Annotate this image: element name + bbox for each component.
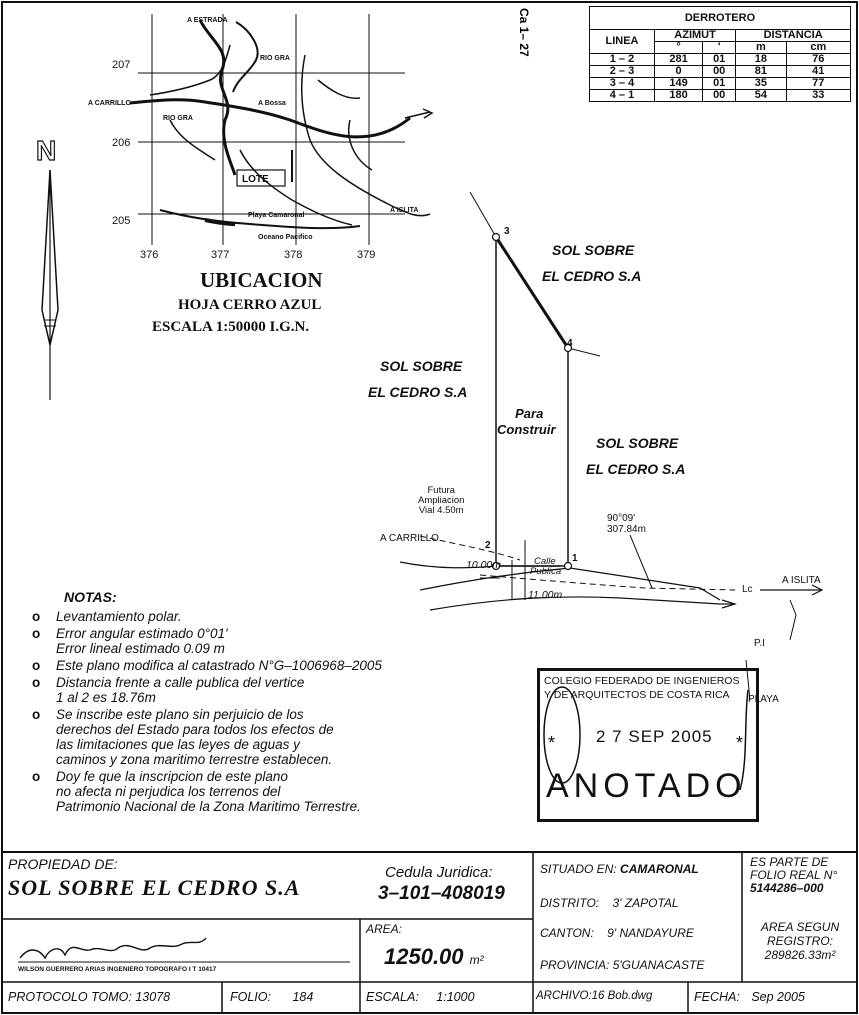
playa-label: PLAYA: [748, 694, 779, 705]
calle-publica-label: Calle Publica: [530, 556, 562, 577]
svg-text:376: 376: [140, 249, 158, 261]
note-item: Error angular estimado 0°01' Error linea…: [32, 626, 532, 656]
note-item: Levantamiento polar.: [32, 609, 532, 624]
col-linea: LINEA: [589, 29, 655, 54]
svg-text:378: 378: [284, 249, 302, 261]
stamp-star-right: *: [736, 733, 744, 753]
propiedad-label: PROPIEDAD DE:: [8, 856, 118, 872]
angle-label: 90°09' 307.84m: [607, 513, 646, 535]
archivo-field: ARCHIVO:16 Bob.dwg: [536, 990, 653, 1002]
svg-text:379: 379: [357, 249, 375, 261]
svg-text:377: 377: [211, 249, 229, 261]
lot-purpose-label: Para Construir: [497, 406, 556, 437]
top-vertical-label: Ca 1– 27: [517, 8, 531, 57]
cedula-value: 3–101–408019: [378, 883, 505, 904]
distrito-field: DISTRITO: 3' ZAPOTAL: [540, 896, 679, 910]
lot-vertices: [491, 232, 573, 571]
table-row: 2 – 3 0 00 81 41: [589, 65, 852, 78]
lot-vertex-labels: 3 4 2 1: [485, 226, 578, 564]
futura-ampliacion-label: Futura Ampliacion Vial 4.50m: [418, 485, 465, 516]
lote-box: [236, 169, 286, 187]
colegio-stamp: COLEGIO FEDERADO DE INGENIEROS Y DE ARQU…: [537, 668, 759, 822]
area-label: AREA:: [366, 922, 403, 936]
stamp-ellipse: [543, 686, 581, 784]
note-item: Distancia frente a calle publica del ver…: [32, 675, 532, 705]
col-azimut: AZIMUT: [653, 29, 737, 42]
stamp-word: ANOTADO: [546, 767, 747, 805]
svg-text:4: 4: [567, 338, 573, 349]
signature-name: WILSON GUERRERO ARIAS INGENIERO TOPOGRAF…: [18, 966, 217, 973]
note-item: Se inscribe este plano sin perjuicio de …: [32, 707, 532, 767]
lc-label: Lc: [742, 584, 753, 595]
note-item: Este plano modifica al catastrado N°G–10…: [32, 658, 532, 673]
neighbor-label-north: SOL SOBRE EL CEDRO S.A: [542, 242, 642, 284]
islita-road-label: A ISLITA: [782, 575, 821, 586]
svg-text:N: N: [36, 135, 56, 166]
svg-text:LOTE: LOTE: [242, 174, 269, 185]
sub-cm: cm: [785, 41, 852, 54]
situado-field: SITUADO EN: CAMARONAL: [540, 862, 699, 876]
parte-de-field: ES PARTE DE FOLIO REAL N° 5144286–000: [750, 855, 838, 895]
location-map: [129, 14, 434, 245]
svg-text:RIO GRA: RIO GRA: [163, 115, 193, 122]
svg-text:206: 206: [112, 137, 130, 149]
table-row: 1 – 2 281 01 18 76: [589, 53, 852, 66]
derrotero-table: DERROTERO LINEA AZIMUT DISTANCIA ° ' m c…: [589, 6, 852, 102]
protocolo-field: PROTOCOLO TOMO: 13078: [8, 990, 171, 1004]
svg-text:207: 207: [112, 59, 130, 71]
svg-text:205: 205: [112, 215, 130, 227]
area-registro-field: AREA SEGUN REGISTRO: 289826.33m²: [760, 920, 840, 962]
pi-label: P.I: [754, 638, 765, 649]
propiedad-value: SOL SOBRE EL CEDRO S.A: [8, 875, 301, 900]
svg-text:2: 2: [485, 540, 491, 551]
table-row: 3 – 4 149 01 35 77: [589, 77, 852, 90]
folio-field: FOLIO: 184: [230, 990, 314, 1004]
notes-title: NOTAS:: [64, 589, 117, 605]
svg-text:Playa Camaronal: Playa Camaronal: [248, 212, 304, 219]
svg-text:Oceano Pacifico: Oceano Pacifico: [258, 234, 312, 241]
cedula-label: Cedula Juridica:: [385, 864, 493, 881]
carrillo-road-label: A CARRILLO: [380, 533, 439, 544]
sub-min: ': [702, 41, 737, 54]
svg-text:A CARRILLO: A CARRILLO: [88, 100, 131, 107]
svg-text:3: 3: [504, 226, 510, 237]
canton-field: CANTON: 9' NANDAYURE: [540, 926, 694, 940]
neighbor-label-west: SOL SOBRE EL CEDRO S.A: [368, 358, 468, 400]
stamp-line-1: COLEGIO FEDERADO DE INGENIEROS: [544, 675, 740, 687]
escala-field: ESCALA: 1:1000: [366, 990, 475, 1004]
sub-deg: °: [653, 41, 704, 54]
notes-section: NOTAS: Levantamiento polar. Error angula…: [32, 590, 532, 816]
escala-map-label: ESCALA 1:50000 I.G.N.: [152, 319, 310, 335]
svg-text:A ESTRADA: A ESTRADA: [187, 17, 228, 24]
provincia-field: PROVINCIA: 5'GUANACASTE: [540, 958, 705, 972]
table-row: 4 – 1 180 00 54 33: [589, 89, 852, 102]
svg-text:A Bossa: A Bossa: [258, 100, 286, 107]
note-item: Doy fe que la inscripcion de este plano …: [32, 769, 532, 814]
location-map-labels: A ESTRADA A CARRILLO RIO GRA RIO GRA A B…: [88, 17, 418, 241]
col-distancia: DISTANCIA: [735, 29, 851, 42]
hoja-label: HOJA CERRO AZUL: [178, 297, 322, 313]
stamp-star-left: *: [548, 733, 556, 753]
dim-10m: 10.00m: [466, 559, 502, 571]
derrotero-title: DERROTERO: [589, 6, 851, 30]
fecha-field: FECHA: Sep 2005: [694, 990, 805, 1004]
location-map-grid-labels: 207 206 205 376 377 378 379: [112, 59, 375, 261]
sub-m: m: [735, 41, 787, 54]
ubicacion-title: UBICACION: [200, 268, 323, 292]
svg-text:A ISLITA: A ISLITA: [390, 207, 418, 214]
area-value: 1250.00 m²: [384, 944, 484, 969]
stamp-line-2: Y DE ARQUITECTOS DE COSTA RICA: [544, 689, 730, 701]
north-arrow-icon: N: [35, 134, 59, 400]
svg-text:1: 1: [572, 553, 578, 564]
svg-text:RIO GRA: RIO GRA: [260, 55, 290, 62]
neighbor-label-east: SOL SOBRE EL CEDRO S.A: [586, 435, 686, 477]
stamp-date: 2 7 SEP 2005: [596, 727, 713, 746]
dim-11m: 11.00m: [528, 589, 563, 601]
